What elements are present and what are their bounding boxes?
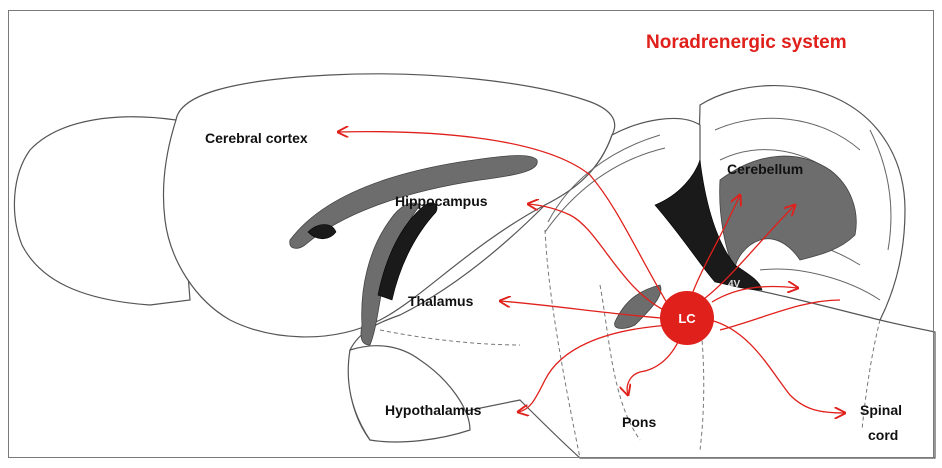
figure-frame xyxy=(8,10,934,458)
